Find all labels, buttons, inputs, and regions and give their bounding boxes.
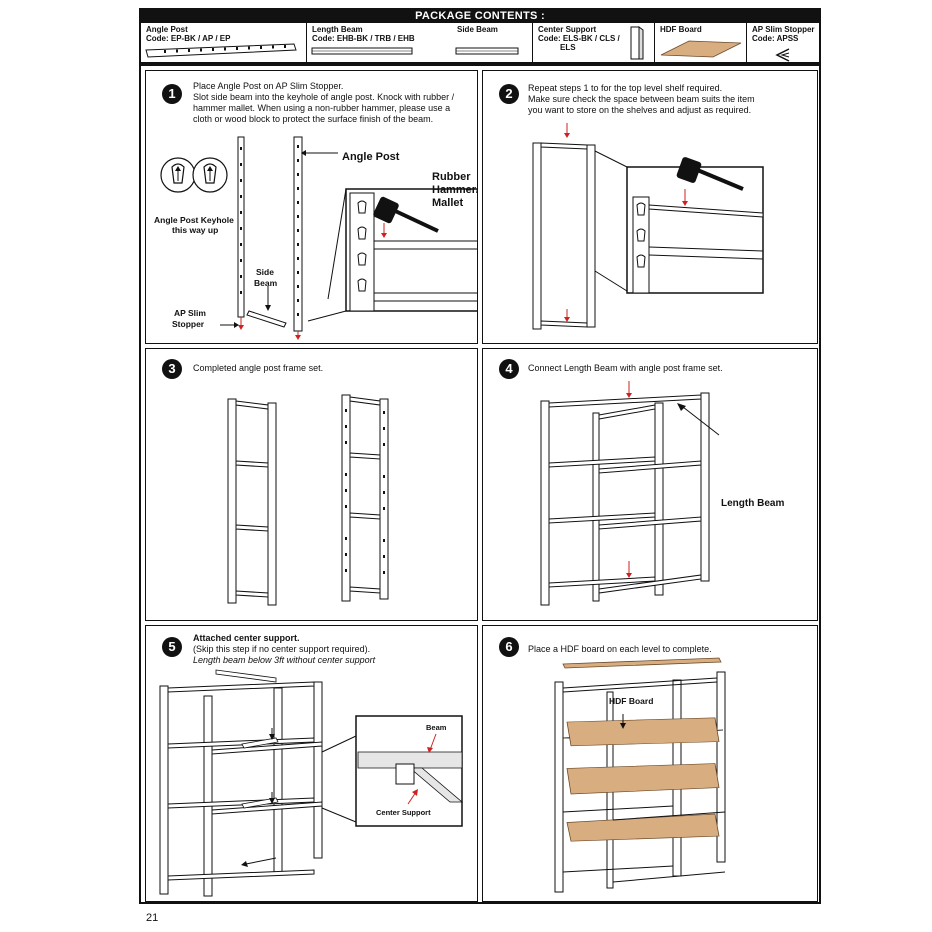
step-2-line-1: Repeat steps 1 to for the top level shel… bbox=[528, 83, 723, 93]
item-code: Code: ELS-BK / CLS / bbox=[538, 34, 620, 43]
item-code: Code: EHB-BK / TRB / EHB bbox=[312, 34, 415, 43]
package-contents-title: PACKAGE CONTENTS : bbox=[141, 10, 819, 23]
label-hammer: Hammer/ bbox=[432, 184, 478, 196]
label-beam: Beam bbox=[426, 723, 447, 732]
item-name: Center Support bbox=[538, 25, 597, 34]
shelf-boards bbox=[562, 717, 724, 842]
label-keyhole-2: this way up bbox=[172, 225, 219, 235]
step-5-title: Attached center support. bbox=[193, 633, 300, 643]
step-4-text: Connect Length Beam with angle post fram… bbox=[528, 363, 723, 374]
step-5-illustration bbox=[159, 669, 464, 897]
angle-post-icon bbox=[145, 43, 297, 58]
step-2-panel: 2 Repeat steps 1 to for the top level sh… bbox=[482, 70, 818, 344]
page-number: 21 bbox=[146, 912, 159, 924]
label-angle-post: Angle Post bbox=[342, 151, 400, 163]
step-3-illustration bbox=[227, 394, 389, 606]
label-mallet: Mallet bbox=[432, 197, 464, 209]
package-item-length-beam: Length Beam Code: EHB-BK / TRB / EHB Sid… bbox=[307, 23, 533, 62]
item-code: Code: APSS bbox=[752, 34, 799, 43]
step-5-number: 5 bbox=[162, 637, 182, 657]
item-code-cont: ELS bbox=[560, 43, 576, 52]
label-beam: Beam bbox=[254, 278, 278, 288]
step-1-line-1: Place Angle Post on AP Slim Stopper. bbox=[193, 81, 344, 91]
frame-set-right bbox=[341, 394, 389, 602]
side-beam-icon bbox=[455, 47, 519, 55]
label-side: Side bbox=[256, 267, 274, 277]
label-length-beam: Length Beam bbox=[721, 498, 785, 509]
assembly-steps: 1 Place Angle Post on AP Slim Stopper. S… bbox=[139, 64, 821, 904]
package-item-ap-slim-stopper: AP Slim Stopper Code: APSS bbox=[747, 23, 821, 62]
item-code: Code: EP-BK / AP / EP bbox=[146, 34, 231, 43]
stopper-icon bbox=[775, 48, 790, 62]
package-item-angle-post: Angle Post Code: EP-BK / AP / EP bbox=[141, 23, 307, 62]
step-2-number: 2 bbox=[499, 84, 519, 104]
post-holes-right bbox=[297, 145, 299, 316]
step-1-number: 1 bbox=[162, 84, 182, 104]
step-4-line-1: Connect Length Beam with angle post fram… bbox=[528, 363, 723, 373]
hammer-icon bbox=[676, 157, 744, 191]
post-holes-left bbox=[240, 147, 242, 294]
step-3-number: 3 bbox=[162, 359, 182, 379]
step-6-illustration bbox=[554, 657, 726, 893]
step-6-number: 6 bbox=[499, 637, 519, 657]
step-1-panel: 1 Place Angle Post on AP Slim Stopper. S… bbox=[145, 70, 478, 344]
step-2-line-2: Make sure check the space between beam s… bbox=[528, 94, 755, 104]
step-6-text: Place a HDF board on each level to compl… bbox=[528, 644, 712, 655]
step-5-text: Attached center support. (Skip this step… bbox=[193, 633, 375, 666]
step-4-illustration bbox=[540, 381, 720, 606]
item-name: HDF Board bbox=[660, 25, 702, 34]
step-5-line-3: Length beam below 3ft without center sup… bbox=[193, 655, 376, 665]
step-5-line-2: (Skip this step if no center support req… bbox=[193, 644, 371, 654]
package-contents-box: PACKAGE CONTENTS : Angle Post Code: EP-B… bbox=[139, 8, 821, 64]
step-3-panel: 3 Completed angle post frame set. bbox=[145, 348, 478, 621]
step-1-illustration bbox=[160, 136, 477, 340]
step-5-panel: 5 Attached center support. (Skip this st… bbox=[145, 625, 478, 902]
package-item-center-support: Center Support Code: ELS-BK / CLS / ELS bbox=[533, 23, 655, 62]
step-4-number: 4 bbox=[499, 359, 519, 379]
label-stopper-1: AP Slim bbox=[174, 308, 206, 318]
step-4-panel: 4 Connect Length Beam with angle post fr… bbox=[482, 348, 818, 621]
label-rubber: Rubber bbox=[432, 171, 471, 183]
step-1-line-3: hammer mallet. When using a non-rubber h… bbox=[193, 103, 451, 113]
step-2-illustration bbox=[532, 123, 764, 330]
label-hdf-board: HDF Board bbox=[609, 696, 654, 706]
step-2-text: Repeat steps 1 to for the top level shel… bbox=[528, 83, 755, 116]
label-stopper-2: Stopper bbox=[172, 319, 205, 329]
step-1-line-4: cloth or wood block to protect the surfa… bbox=[193, 114, 434, 124]
step-3-line-1: Completed angle post frame set. bbox=[193, 363, 324, 373]
center-support-icon bbox=[630, 26, 644, 60]
frame-set-left bbox=[227, 398, 277, 606]
step-6-line-1: Place a HDF board on each level to compl… bbox=[528, 644, 712, 654]
item-name-side-beam: Side Beam bbox=[457, 25, 498, 34]
label-center-support: Center Support bbox=[376, 808, 431, 817]
package-item-hdf-board: HDF Board bbox=[655, 23, 747, 62]
step-3-text: Completed angle post frame set. bbox=[193, 363, 323, 374]
hammer-icon bbox=[373, 196, 439, 233]
step-2-line-3: you want to store on the shelves and adj… bbox=[528, 105, 752, 115]
item-name: Angle Post bbox=[146, 25, 188, 34]
hdf-board-icon bbox=[660, 40, 742, 58]
item-name: AP Slim Stopper bbox=[752, 25, 815, 34]
step-1-text: Place Angle Post on AP Slim Stopper. Slo… bbox=[193, 81, 454, 125]
item-name: Length Beam bbox=[312, 25, 363, 34]
length-beam-icon bbox=[311, 47, 413, 55]
step-6-panel: 6 Place a HDF board on each level to com… bbox=[482, 625, 818, 902]
label-keyhole-1: Angle Post Keyhole bbox=[154, 215, 234, 225]
step-1-line-2: Slot side beam into the keyhole of angle… bbox=[193, 92, 455, 102]
